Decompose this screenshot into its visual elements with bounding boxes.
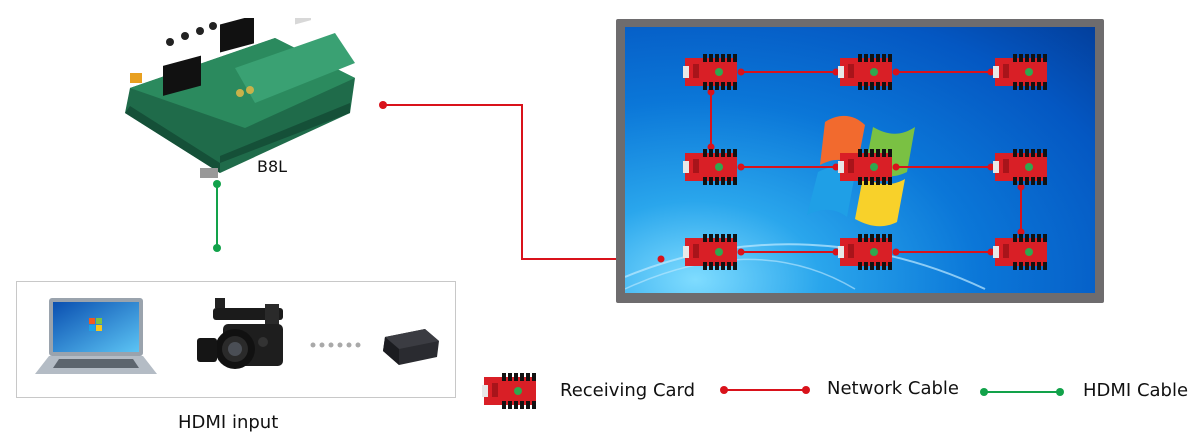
network-cable-link [892,163,995,171]
receiving-card-icon [993,234,1049,270]
receiving-card-icon [838,54,894,90]
network-cable-link [892,68,995,76]
legend-network-cable-label: Network Cable [827,378,959,399]
set-top-box-icon [383,329,439,365]
legend-hdmi-cable-icon [980,388,1064,396]
laptop-icon [35,298,157,374]
controller-label: B8L [257,157,288,176]
network-cable-link [707,88,715,151]
receiving-card-icon [993,149,1049,185]
network-cable-link [892,248,995,256]
network-cable-link [737,248,840,256]
legend-receiving-card-icon [482,373,538,409]
network-cable-link [1017,183,1025,236]
network-cable-link [737,163,840,171]
receiving-card-icon [683,54,739,90]
legend-receiving-card-label: Receiving Card [560,380,696,401]
dots-icon [310,342,361,348]
receiving-card-icon [838,234,894,270]
network-cable-entry-dot [657,255,665,263]
hdmi-sources-panel [16,281,456,398]
network-cable-link [737,68,840,76]
network-cable-links [657,68,1025,263]
receiving-card-icon [993,54,1049,90]
controller-board-icon [125,18,355,178]
legend-network-cable-icon [720,386,810,394]
legend-hdmi-cable-label: HDMI Cable [1083,380,1189,401]
led-screen-icon [625,27,1095,293]
receiving-card-icon [683,234,739,270]
legend: Receiving Card Network Cable HDMI Cable [482,372,1197,412]
led-display [616,19,1104,303]
camcorder-icon [197,298,283,369]
network-cable-main [379,101,661,260]
receiving-card-icon [683,149,739,185]
receiving-card-icon [838,149,894,185]
controller-board [125,18,360,178]
hdmi-input-label: HDMI input [178,412,279,433]
hdmi-cable [213,180,221,252]
